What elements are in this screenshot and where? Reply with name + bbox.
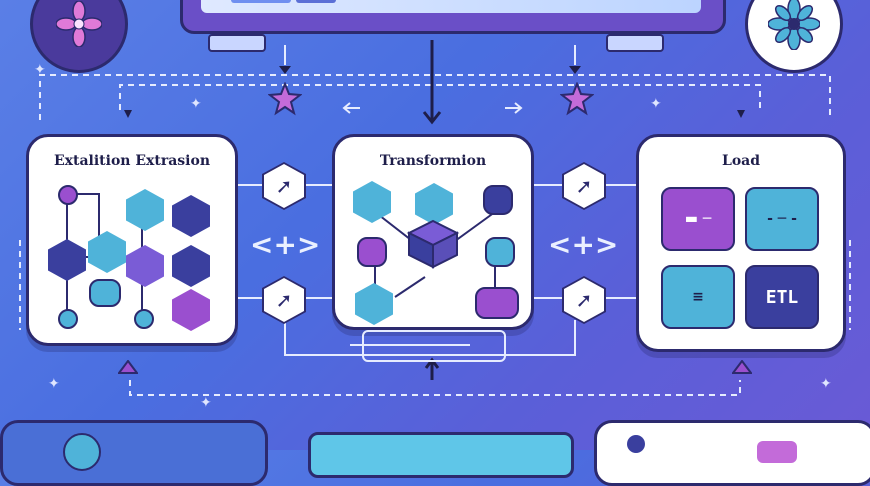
monitor-screen (201, 0, 701, 13)
sparkle-icon: ✦ (200, 395, 212, 411)
flow-card (485, 237, 515, 267)
panel-title: Extalition Extrasion (53, 153, 211, 169)
flow-card (89, 279, 121, 307)
etl-card: ETL (745, 265, 819, 329)
bottom-card-left (0, 420, 268, 486)
hexagon-arrow-icon-inner: ➚ (264, 278, 304, 322)
transformion-panel: Transformion (332, 134, 534, 330)
hexagon-arrow-icon-inner: ➚ (564, 164, 604, 208)
star-icon (560, 82, 594, 116)
port-right (606, 34, 664, 52)
hexagon-node (415, 183, 453, 225)
panel-title: Transformion (379, 153, 487, 169)
bottom-card-center (308, 432, 574, 478)
sparkle-icon: ✦ (34, 62, 46, 78)
sparkle-icon: ✦ (190, 96, 202, 112)
connector-bar (362, 330, 506, 362)
star-icon (268, 82, 302, 116)
extraction-panel: Extalition Extrasion (26, 134, 238, 346)
sparkle-icon: ✦ (820, 376, 832, 392)
monitor-bezel (180, 0, 726, 34)
flow-node (134, 309, 154, 329)
hexagon-node (353, 181, 391, 223)
flow-node (58, 309, 78, 329)
load-card: - ─ - (745, 187, 819, 251)
flow-card (483, 185, 513, 215)
double-arrow-icon: <+> (250, 228, 321, 261)
port-left (208, 34, 266, 52)
hexagon-node (355, 283, 393, 325)
hexagon-node (88, 231, 126, 273)
load-panel: Load ▬ ─ - ─ - ≡ ETL (636, 134, 846, 352)
cube-icon (405, 217, 461, 269)
sparkle-icon: ✦ (48, 376, 60, 392)
chevron-up-icon (732, 360, 752, 374)
chevron-up-icon (118, 360, 138, 374)
double-arrow-icon: <+> (548, 228, 619, 261)
flow-card (475, 287, 519, 319)
flow-node (58, 185, 78, 205)
sparkle-icon: ✦ (650, 96, 662, 112)
load-card: ▬ ─ (661, 187, 735, 251)
bottom-card-right (594, 420, 870, 486)
hexagon-arrow-icon-inner: ➚ (564, 278, 604, 322)
flow-card (357, 237, 387, 267)
panel-title: Load (721, 153, 761, 169)
etl-label: ETL (765, 286, 799, 308)
load-card: ≡ (661, 265, 735, 329)
